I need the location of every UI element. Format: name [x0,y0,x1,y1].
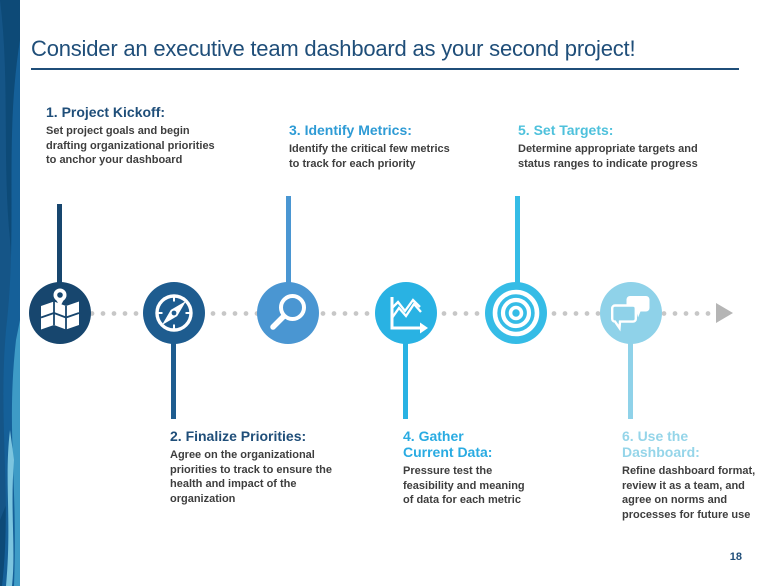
step-6-body: Refine dashboard format, review it as a … [622,465,756,521]
step-3-connector-line [286,196,291,314]
speech-bubbles-icon [611,296,650,332]
step-4-body: Pressure test the feasibility and meanin… [403,465,525,507]
step-1-heading: 1. Project Kickoff: [46,104,166,120]
step-2-marker [143,282,205,344]
compass-icon [155,294,193,332]
step-2-heading: 2. Finalize Priorities: [170,428,307,444]
step-2-text-block: 2. Finalize Priorities: Agree on the org… [170,428,342,506]
step-6-text-block: 6. Use the Dashboard: Refine dashboard f… [622,428,764,522]
sidebar-decoration [0,0,20,586]
magnifier-icon [270,294,306,330]
target-icon [492,289,540,337]
step-5-marker [485,282,547,344]
page-number: 18 [729,551,742,563]
step-3-text-block: 3. Identify Metrics: Identify the critic… [289,122,457,171]
step-6-heading: 6. Use the Dashboard: [622,428,700,461]
step-1-text-block: 1. Project Kickoff: Set project goals an… [46,104,218,168]
step-6-marker [600,282,662,344]
map-pin-icon [40,288,80,330]
step-1-body: Set project goals and begin drafting org… [46,125,215,167]
step-4-heading: 4. Gather Current Data: [403,428,493,461]
step-6-connector-line [628,313,633,419]
step-5-heading: 5. Set Targets: [518,122,614,138]
step-1-marker [29,282,91,344]
line-chart-icon [390,297,428,334]
step-2-body: Agree on the organizational priorities t… [170,449,332,505]
step-3-body: Identify the critical few metrics to tra… [289,143,450,170]
step-5-connector-line [515,196,520,314]
step-3-heading: 3. Identify Metrics: [289,122,412,138]
step-5-text-block: 5. Set Targets: Determine appropriate ta… [518,122,700,171]
step-4-text-block: 4. Gather Current Data: Pressure test th… [403,428,525,508]
step-5-body: Determine appropriate targets and status… [518,143,698,170]
step-4-connector-line [403,313,408,419]
timeline-arrow-icon [716,303,733,323]
step-2-connector-line [171,313,176,419]
step-3-marker [257,282,319,344]
step-1-connector-line [57,204,62,314]
step-4-marker [375,282,437,344]
page-title: Consider an executive team dashboard as … [31,36,739,70]
